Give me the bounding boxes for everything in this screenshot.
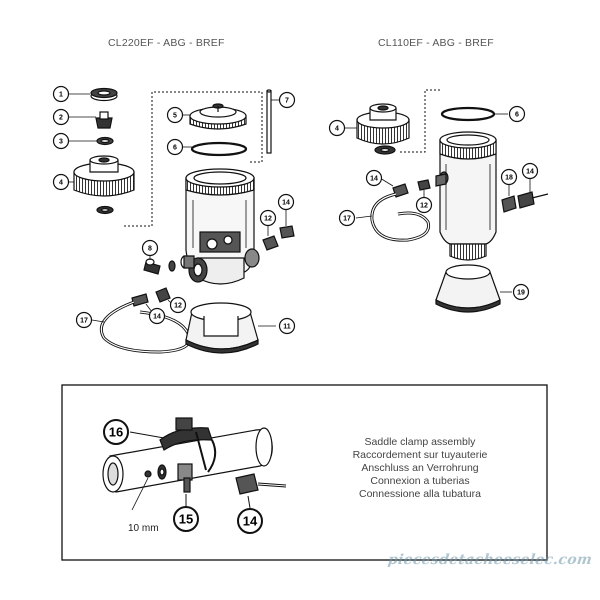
inset-line-2: Raccordement sur tuyauterie (352, 449, 488, 461)
part-label-l14a: 14 (277, 193, 295, 211)
canister-body (185, 168, 260, 285)
part-18-fitting (501, 191, 535, 213)
inset-clamp (159, 417, 217, 473)
part-17-tube (99, 300, 192, 354)
part-6-oring (190, 141, 248, 157)
watermark: piecesdetacheeselec.com (386, 552, 594, 568)
part-12-elbow (262, 235, 279, 251)
inset-connector-14 (235, 473, 287, 495)
part-label-text: 2 (59, 115, 63, 122)
part-label-text: 14 (370, 176, 378, 183)
part-label-text: 3 (59, 139, 63, 146)
part-19-base (435, 264, 501, 313)
title-cl220ef: CL220EF - ABG - BREF (108, 37, 225, 49)
part-14-connector (279, 225, 295, 239)
inset-label-b: 15 (173, 506, 199, 532)
part-label-l1: 1 (52, 85, 70, 103)
part-label-r4: 4 (328, 119, 346, 137)
part-label-l5: 5 (166, 106, 184, 124)
part-label-l2: 2 (52, 108, 70, 126)
inset-line-4: Connexion a tuberias (370, 475, 470, 487)
part-label-l12a: 12 (259, 209, 277, 227)
inset-fitting-15 (177, 463, 193, 493)
part-label-text: 14 (153, 314, 161, 321)
part-label-l3: 3 (52, 132, 70, 150)
part-label-text: 14 (526, 169, 534, 176)
part-label-text: 11 (283, 324, 291, 331)
inset-label-text: 14 (243, 514, 258, 529)
part-label-l7: 7 (278, 91, 296, 109)
part-3b-ring (96, 205, 114, 215)
part-label-r6: 6 (508, 105, 526, 123)
part-label-text: 6 (515, 112, 519, 119)
inset-label-text: 16 (109, 425, 123, 440)
part-label-r17: 17 (338, 209, 356, 227)
part-label-text: 12 (174, 303, 182, 310)
inset-frame (61, 384, 548, 561)
saddle-clamp-inset (61, 384, 548, 561)
canister-body-right (439, 131, 497, 261)
inset-line-3: Anschluss an Verrohrung (361, 462, 479, 474)
part-3-ring (96, 136, 114, 146)
part-11-base (185, 302, 259, 354)
size-note: 10 mm (128, 523, 159, 534)
part-label-text: 4 (335, 126, 339, 133)
part-label-text: 8 (148, 246, 152, 253)
inset-line-1: Saddle clamp assembly (364, 436, 476, 448)
inset-label-c: 14 (237, 508, 263, 534)
part-1-cap (90, 87, 118, 102)
part-label-text: 17 (80, 318, 88, 325)
title-cl110ef: CL110EF - ABG - BREF (378, 37, 494, 49)
part-6-oring-right (440, 106, 496, 122)
inset-line-5: Connessione alla tubatura (358, 488, 481, 500)
part-label-text: 7 (285, 98, 289, 105)
right-assembly (345, 89, 549, 313)
part-label-l14b: 14 (148, 307, 166, 325)
part-2-valve (95, 111, 113, 129)
part-label-l6: 6 (166, 138, 184, 156)
part-label-l17: 17 (75, 311, 93, 329)
part-label-text: 4 (59, 180, 63, 187)
inset-label-text: 15 (179, 512, 193, 527)
part-label-l12b: 12 (169, 296, 187, 314)
part-12-lower (155, 287, 171, 303)
left-assembly (68, 87, 295, 354)
part-label-text: 6 (173, 145, 177, 152)
part-label-r19: 19 (512, 283, 530, 301)
part-label-text: 1 (59, 92, 63, 99)
part-5-top-cap (189, 103, 247, 130)
part-label-text: 19 (517, 290, 525, 297)
part-fittings-right (392, 173, 447, 198)
part-4-lid (73, 155, 135, 197)
part-label-r14b: 14 (521, 162, 539, 180)
part-label-text: 14 (282, 200, 290, 207)
part-label-text: 18 (505, 175, 513, 182)
part-14-lower (131, 293, 149, 307)
part-17-tube-right (370, 192, 431, 242)
part-label-r18: 18 (500, 168, 518, 186)
part-label-l8: 8 (141, 239, 159, 257)
part-8-fitting (143, 258, 161, 275)
part-4-lid-right (356, 103, 410, 155)
part-label-l4: 4 (52, 173, 70, 191)
part-label-r14a: 14 (365, 169, 383, 187)
part-label-r12: 12 (415, 196, 433, 214)
inset-description: Saddle clamp assembly Raccordement sur t… (325, 436, 515, 501)
inset-washer (144, 464, 167, 480)
inset-label-a: 16 (103, 419, 129, 445)
part-label-text: 12 (264, 216, 272, 223)
part-label-l11: 11 (278, 317, 296, 335)
part-label-text: 5 (173, 113, 177, 120)
part-7-rod (266, 89, 272, 154)
part-label-text: 12 (420, 203, 428, 210)
part-label-text: 17 (343, 216, 351, 223)
